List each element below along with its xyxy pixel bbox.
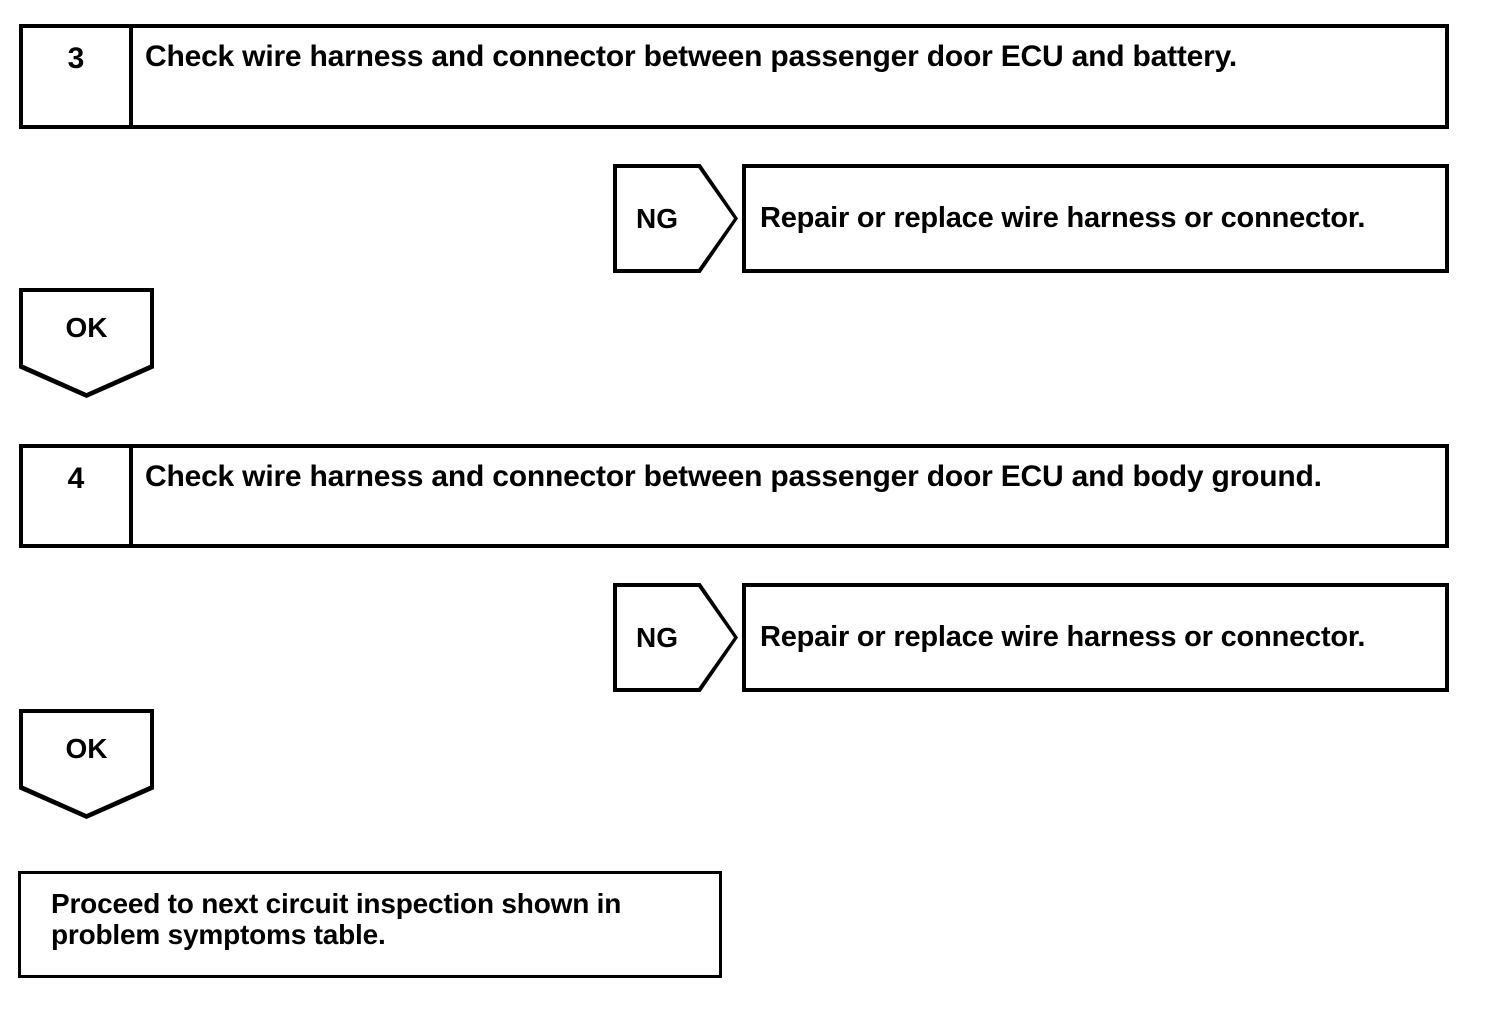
step-box-3: 3 Check wire harness and connector betwe… xyxy=(19,24,1449,129)
repair-box-1: Repair or replace wire harness or connec… xyxy=(742,164,1449,273)
step-instruction-3: Check wire harness and connector between… xyxy=(145,40,1238,73)
step-instruction-4: Check wire harness and connector between… xyxy=(145,460,1322,493)
outcome-text: Proceed to next circuit inspection shown… xyxy=(51,888,622,951)
ok-arrow-2: OK xyxy=(19,709,154,819)
step-number-4: 4 xyxy=(23,448,133,544)
ok-arrow-2-label: OK xyxy=(65,733,108,764)
ok-arrow-1-label: OK xyxy=(65,312,108,343)
ng-arrow-1-label: NG xyxy=(636,202,678,234)
ok-arrow-1: OK xyxy=(19,288,154,398)
repair-box-2: Repair or replace wire harness or connec… xyxy=(742,583,1449,692)
outcome-box: Proceed to next circuit inspection shown… xyxy=(18,871,722,978)
step-box-4: 4 Check wire harness and connector betwe… xyxy=(19,444,1449,548)
repair-box-2-text: Repair or replace wire harness or connec… xyxy=(760,621,1366,653)
step-number-3: 3 xyxy=(23,28,133,125)
ng-arrow-2: NG xyxy=(613,583,738,692)
ng-arrow-1: NG xyxy=(613,164,738,273)
repair-box-1-text: Repair or replace wire harness or connec… xyxy=(760,202,1366,234)
ng-arrow-2-label: NG xyxy=(636,621,678,653)
